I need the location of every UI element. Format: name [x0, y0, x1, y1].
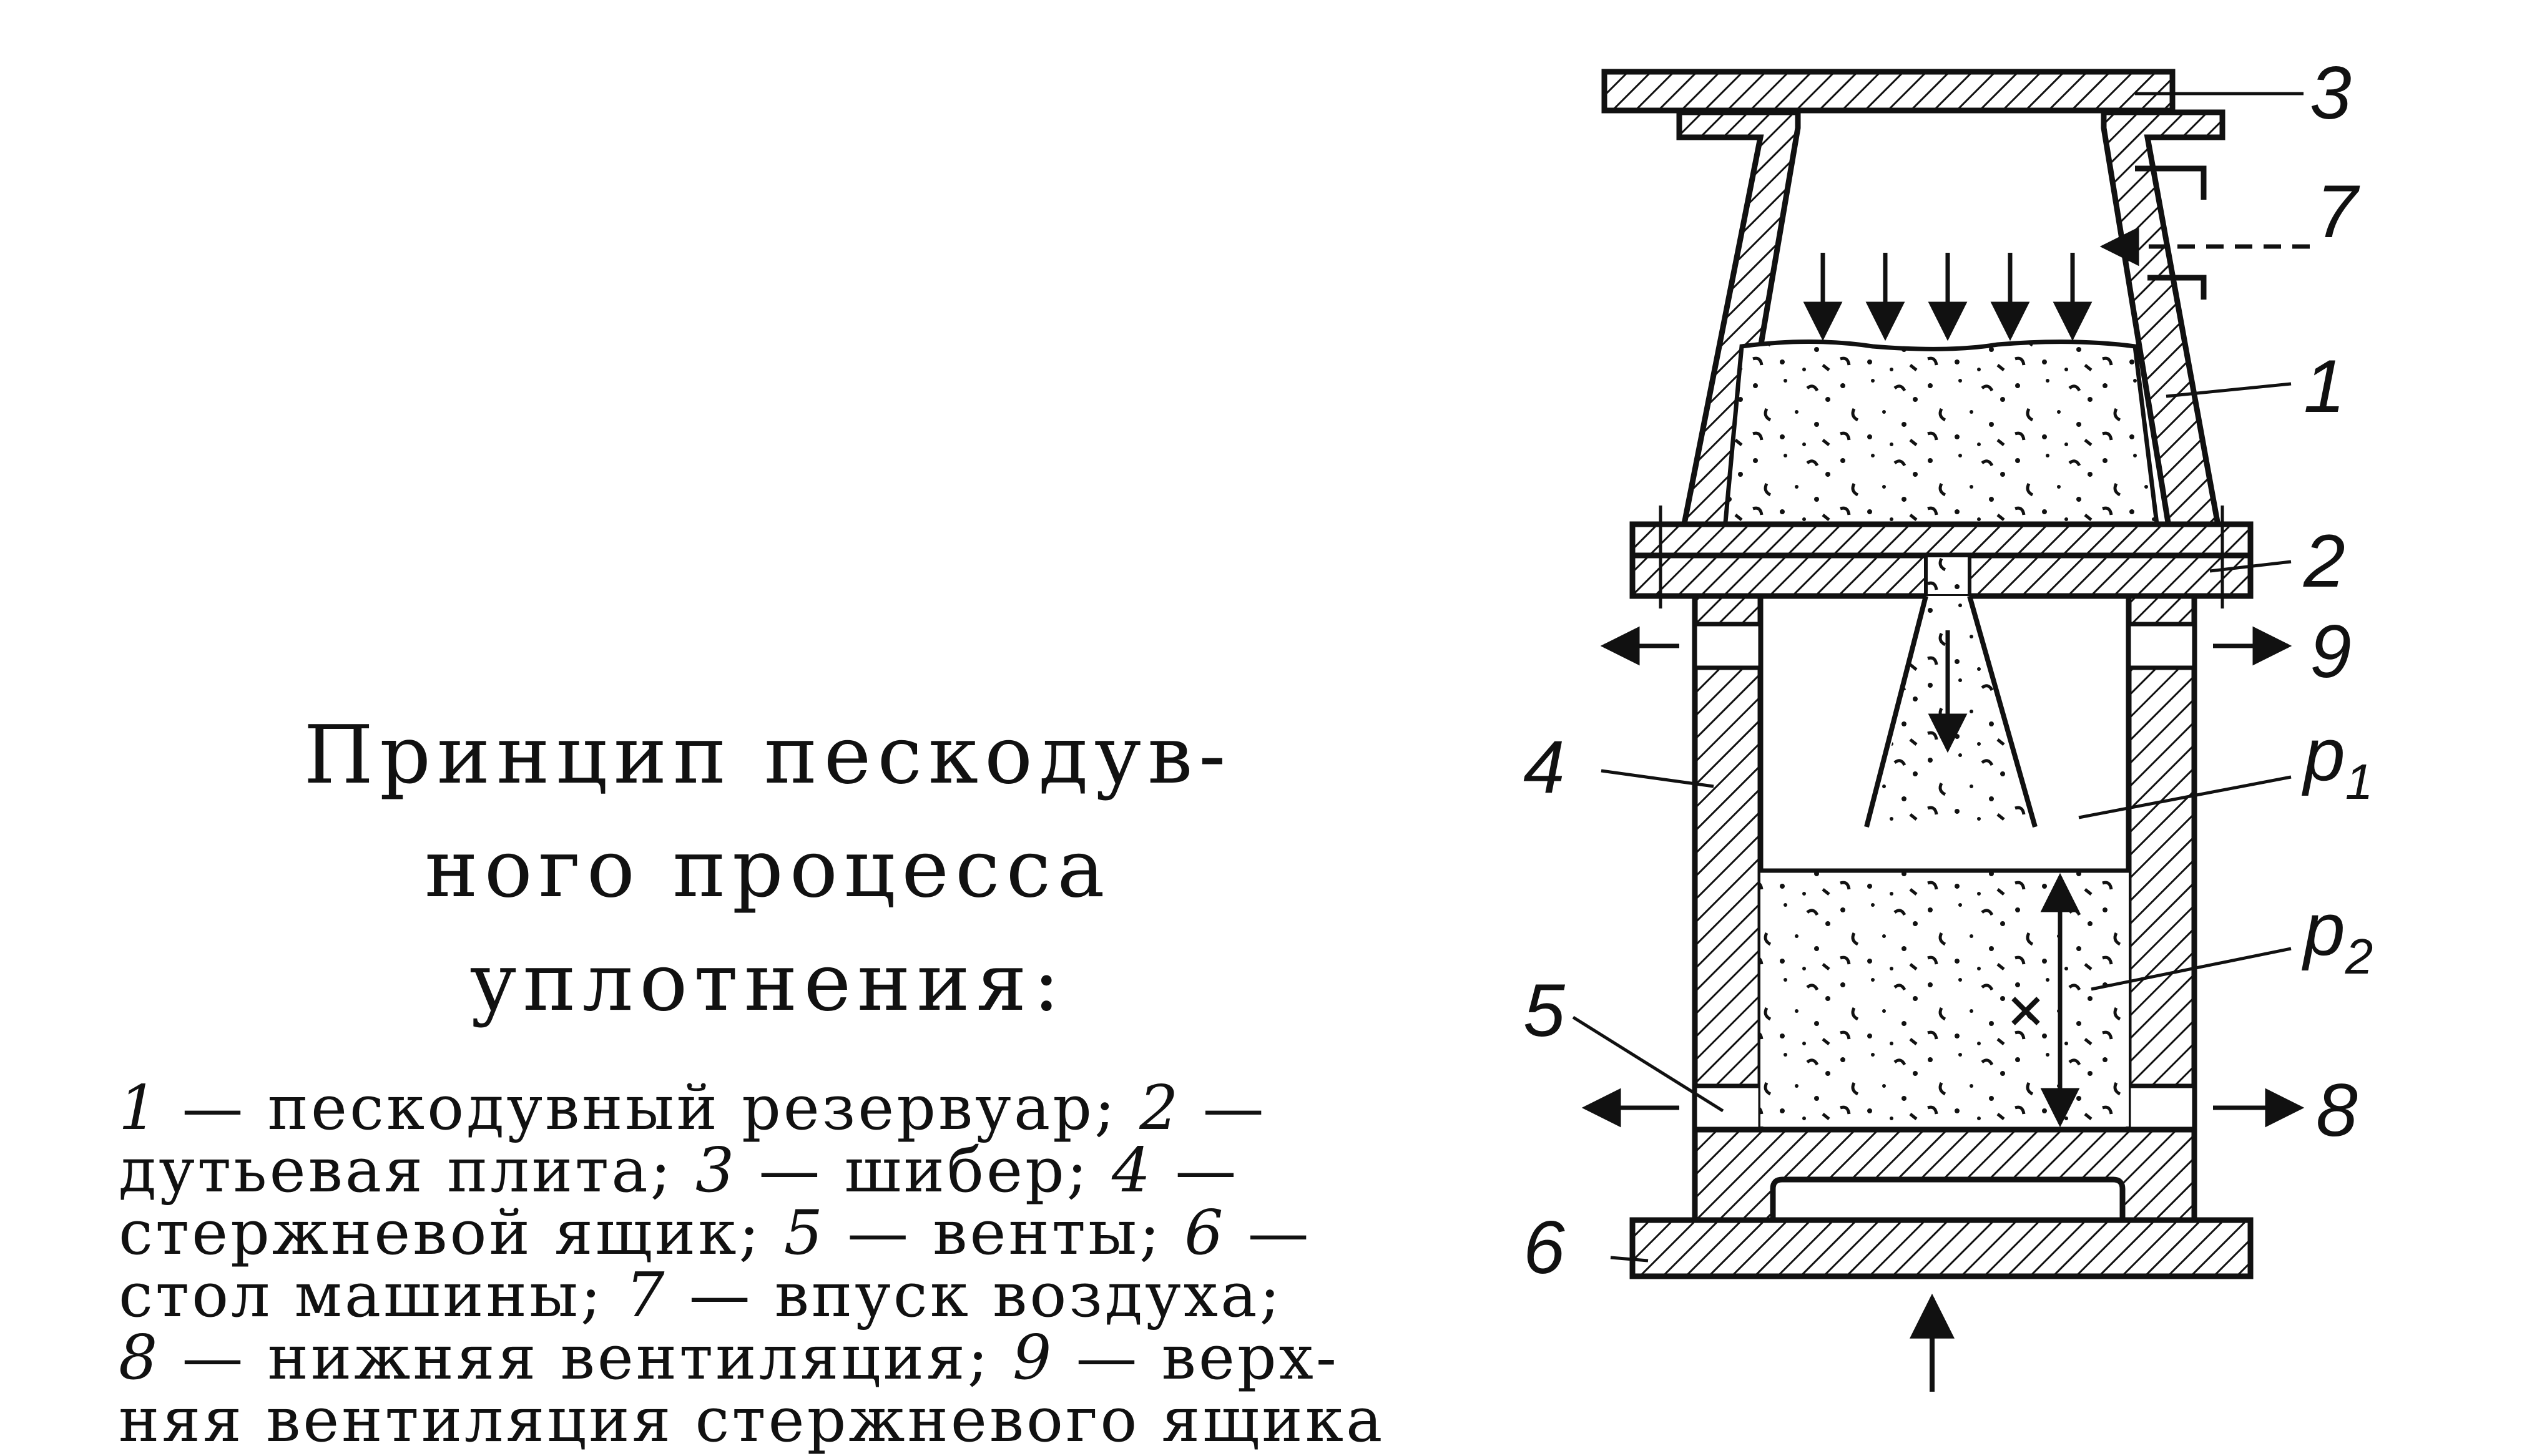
upper-vent-left	[1692, 622, 1763, 670]
label-8: 8	[2316, 1068, 2358, 1152]
legend-text: —	[1225, 1198, 1312, 1269]
label-p1-sub: 1	[2345, 754, 2373, 809]
label-p2: p2	[2302, 887, 2373, 984]
legend-number: 9	[1013, 1322, 1054, 1394]
legend-line: дутьевая плита; 3 — шибер; 4 —	[119, 1140, 1417, 1202]
legend-line: стол машины; 7 — впуск воздуха;	[119, 1264, 1417, 1327]
cross-mark	[2011, 997, 2040, 1025]
legend-line: стержневой ящик; 5 — венты; 6 —	[119, 1202, 1417, 1264]
caption-title: Принцип пескодув- ного процесса уплотнен…	[119, 699, 1417, 1040]
legend-number: 6	[1184, 1198, 1226, 1269]
sand-in-reservoir	[1720, 340, 2162, 552]
legend-line: 1 — пескодувный резервуар; 2 —	[119, 1077, 1417, 1140]
label-p1: p1	[2302, 713, 2373, 809]
legend-text: стержневой ящик;	[119, 1198, 784, 1269]
pressure-arrows	[1803, 253, 2093, 341]
caption-title-line-2: ного процесса уплотнения:	[424, 823, 1111, 1029]
air-inlet-lower	[2147, 275, 2207, 300]
label-9: 9	[2310, 610, 2352, 693]
legend-number: 4	[1111, 1135, 1154, 1206]
legend-text: — верх-	[1054, 1322, 1339, 1394]
blow-hole	[1924, 554, 1971, 598]
label-p2-sub: 2	[2345, 929, 2373, 984]
blow-plate-flange	[1629, 521, 2254, 559]
legend-text: дутьевая плита;	[119, 1135, 695, 1206]
label-4: 4	[1523, 725, 1565, 809]
core-box-bottom	[1692, 1126, 2197, 1223]
reservoir-right-wall	[2101, 109, 2226, 552]
label-6: 6	[1523, 1206, 1565, 1289]
upper-vent-right	[2126, 622, 2197, 670]
legend-text: —	[1153, 1135, 1239, 1206]
sand-blowing-diagram: 3 7 1 2 9 4 p1 p2 5 8 6	[1523, 51, 2373, 1392]
label-p1-base: p	[2302, 713, 2345, 796]
sand-jet	[1873, 596, 2029, 827]
shutter-plate	[1601, 69, 2176, 114]
lower-vent-right	[2126, 1083, 2197, 1132]
machine-table	[1629, 1217, 2254, 1279]
legend-line: 8 — нижняя вентиляция; 9 — верх-	[119, 1327, 1417, 1389]
air-inlet-upper	[2135, 165, 2207, 200]
label-2: 2	[2303, 519, 2345, 603]
legend-text: — нижняя вентиляция;	[160, 1322, 1013, 1394]
caption-title-line-1: Принцип пескодув-	[303, 709, 1232, 802]
legend-text: — венты;	[825, 1198, 1185, 1269]
jet-edge-left	[1864, 595, 1928, 828]
legend-number: 1	[119, 1073, 160, 1144]
legend-text: стол машины;	[119, 1260, 626, 1331]
label-3: 3	[2310, 51, 2352, 135]
legend-number: 8	[119, 1322, 160, 1394]
label-5: 5	[1523, 969, 1566, 1052]
jet-edge-right	[1967, 595, 2038, 828]
label-p2-base: p	[2302, 887, 2345, 971]
legend-number: 5	[783, 1198, 825, 1269]
legend-text: — шибер;	[737, 1135, 1112, 1206]
lower-vent-left	[1692, 1083, 1763, 1132]
sand-in-core-box	[1760, 871, 2129, 1126]
legend-text: —	[1180, 1073, 1267, 1144]
legend-number: 7	[626, 1260, 667, 1331]
legend-text: — впуск воздуха;	[667, 1260, 1283, 1331]
legend-text: — пескодувный резервуар;	[160, 1073, 1140, 1144]
label-7: 7	[2316, 170, 2360, 253]
label-1: 1	[2304, 344, 2345, 428]
legend-number: 2	[1139, 1073, 1181, 1144]
legend-number: 3	[695, 1135, 737, 1206]
leader-lines	[1572, 92, 2304, 1263]
